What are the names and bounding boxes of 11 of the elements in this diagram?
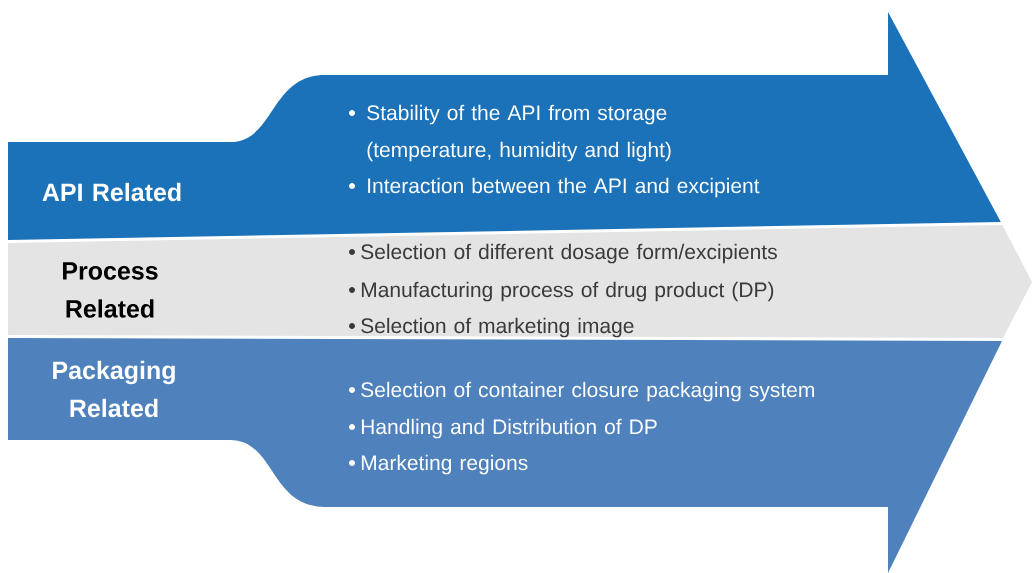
bullet-item: Manufacturing process of drug product (DP) bbox=[349, 281, 774, 302]
bullet-item: Handling and Distribution of DP bbox=[349, 418, 657, 439]
bullet-item: Interaction between the API and excipient bbox=[349, 177, 760, 198]
bullet-item: Selection of marketing image bbox=[349, 317, 634, 338]
bullet-item: Marketing regions bbox=[349, 454, 528, 475]
band-heading: API Related bbox=[42, 182, 181, 202]
bullet-item: Selection of container closure packaging system bbox=[349, 381, 814, 402]
bullet-item: Selection of different dosage form/excipients bbox=[349, 243, 777, 264]
bullet-item: Stability of the API from storage (temperature, humidity and light) bbox=[349, 104, 671, 162]
band-heading: Packaging Related bbox=[53, 360, 175, 418]
band-heading: Process Related bbox=[63, 262, 158, 318]
